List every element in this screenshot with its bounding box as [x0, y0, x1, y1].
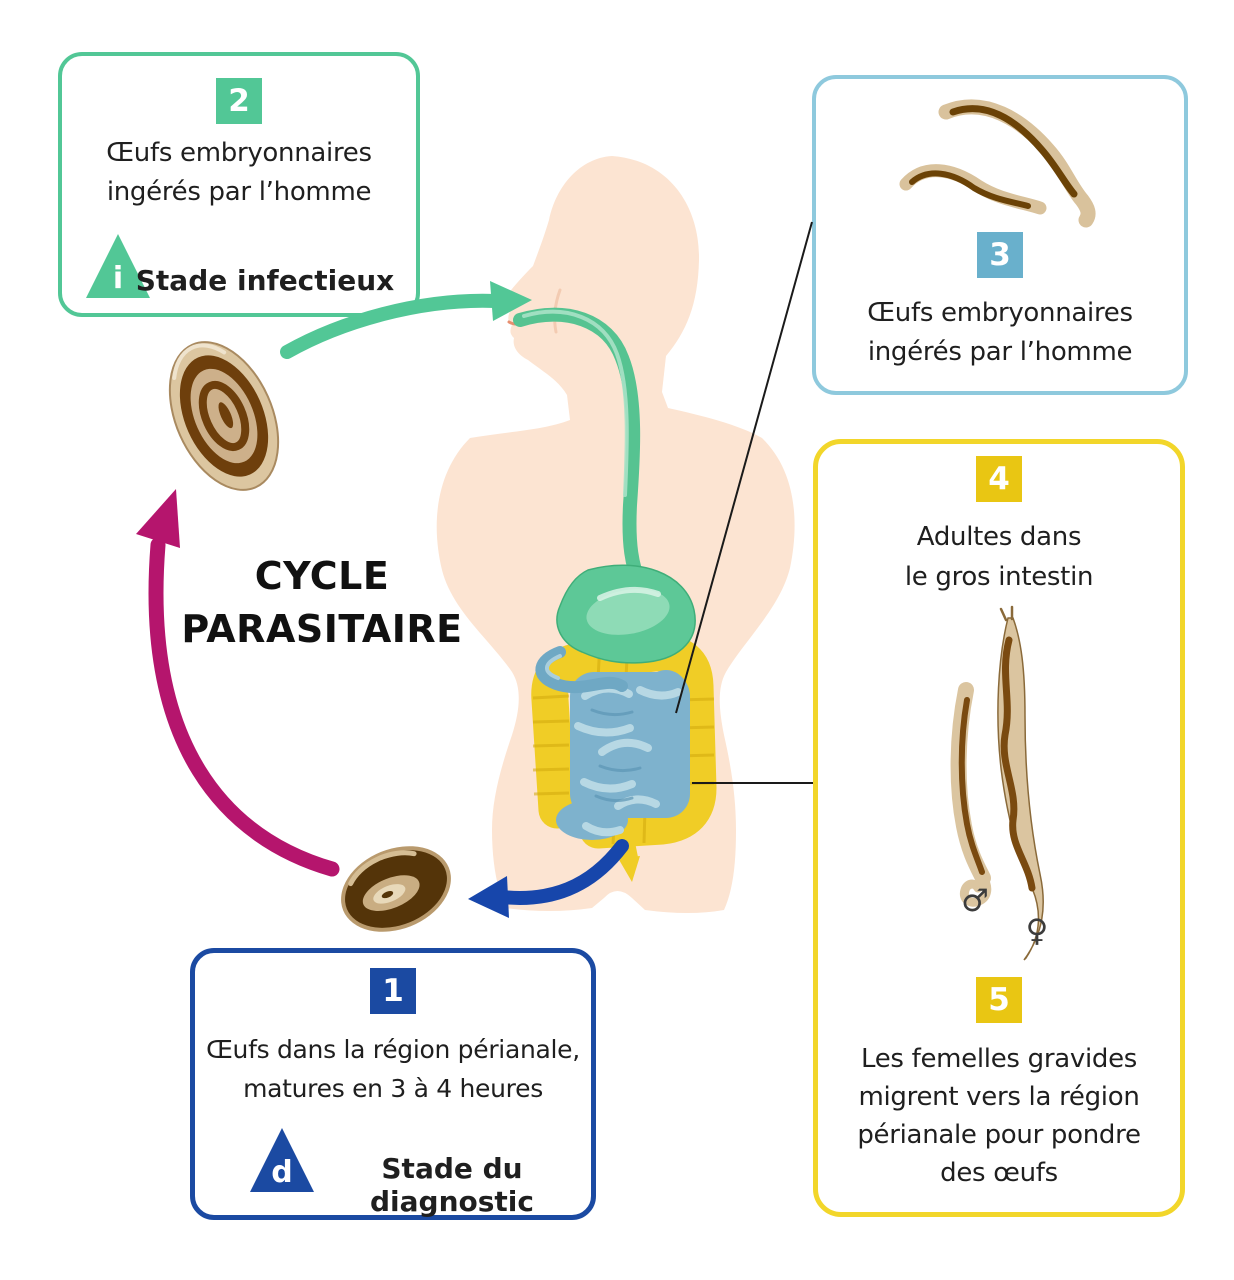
step5-number-badge: 5: [976, 977, 1022, 1023]
callout-step1: [190, 948, 596, 1220]
step3-caption-line2: ingérés par l’homme: [867, 337, 1133, 367]
step1-caption-line1: Œufs dans la région périanale,: [206, 1035, 580, 1064]
step5-caption-line3: périanale pour pondre: [857, 1120, 1141, 1150]
step5-caption-line1: Les femelles gravides: [860, 1044, 1138, 1074]
step1-number-badge: 1: [370, 968, 416, 1014]
step4-caption: Adultes dans le gros intestin: [813, 517, 1185, 597]
diagnostic-stage-label: Stade du diagnostic: [370, 1152, 534, 1218]
step2-caption: Œufs embryonnaires ingérés par l’homme: [58, 134, 420, 212]
step2-caption-line2: ingérés par l’homme: [106, 177, 372, 207]
step3-caption: Œufs embryonnaires ingérés par l’homme: [812, 294, 1188, 372]
step1-caption: Œufs dans la région périanale, matures e…: [190, 1030, 596, 1108]
step2-number-badge: 2: [216, 78, 262, 124]
diagnostic-stage-icon: d: [250, 1128, 314, 1192]
diagnostic-stage-letter: d: [271, 1155, 293, 1190]
step5-caption-line4: des œufs: [940, 1158, 1058, 1188]
infectious-stage-label: Stade infectieux: [135, 264, 395, 297]
step5-caption-line2: migrent vers la région: [858, 1082, 1140, 1112]
step4-number-badge: 4: [976, 456, 1022, 502]
step1-caption-line2: matures en 3 à 4 heures: [243, 1074, 543, 1103]
step5-caption: Les femelles gravides migrent vers la ré…: [813, 1040, 1185, 1192]
diagram-title: CYCLE PARASITAIRE: [170, 550, 474, 656]
diagram-title-line2: PARASITAIRE: [181, 607, 463, 651]
step2-caption-line1: Œufs embryonnaires: [106, 138, 372, 168]
infectious-stage-letter: i: [112, 261, 124, 296]
step4-caption-line1: Adultes dans: [916, 522, 1082, 552]
diagram-title-line1: CYCLE: [254, 554, 390, 598]
step3-caption-line1: Œufs embryonnaires: [867, 298, 1133, 328]
step3-number-badge: 3: [977, 232, 1023, 278]
step4-caption-line2: le gros intestin: [904, 562, 1094, 592]
